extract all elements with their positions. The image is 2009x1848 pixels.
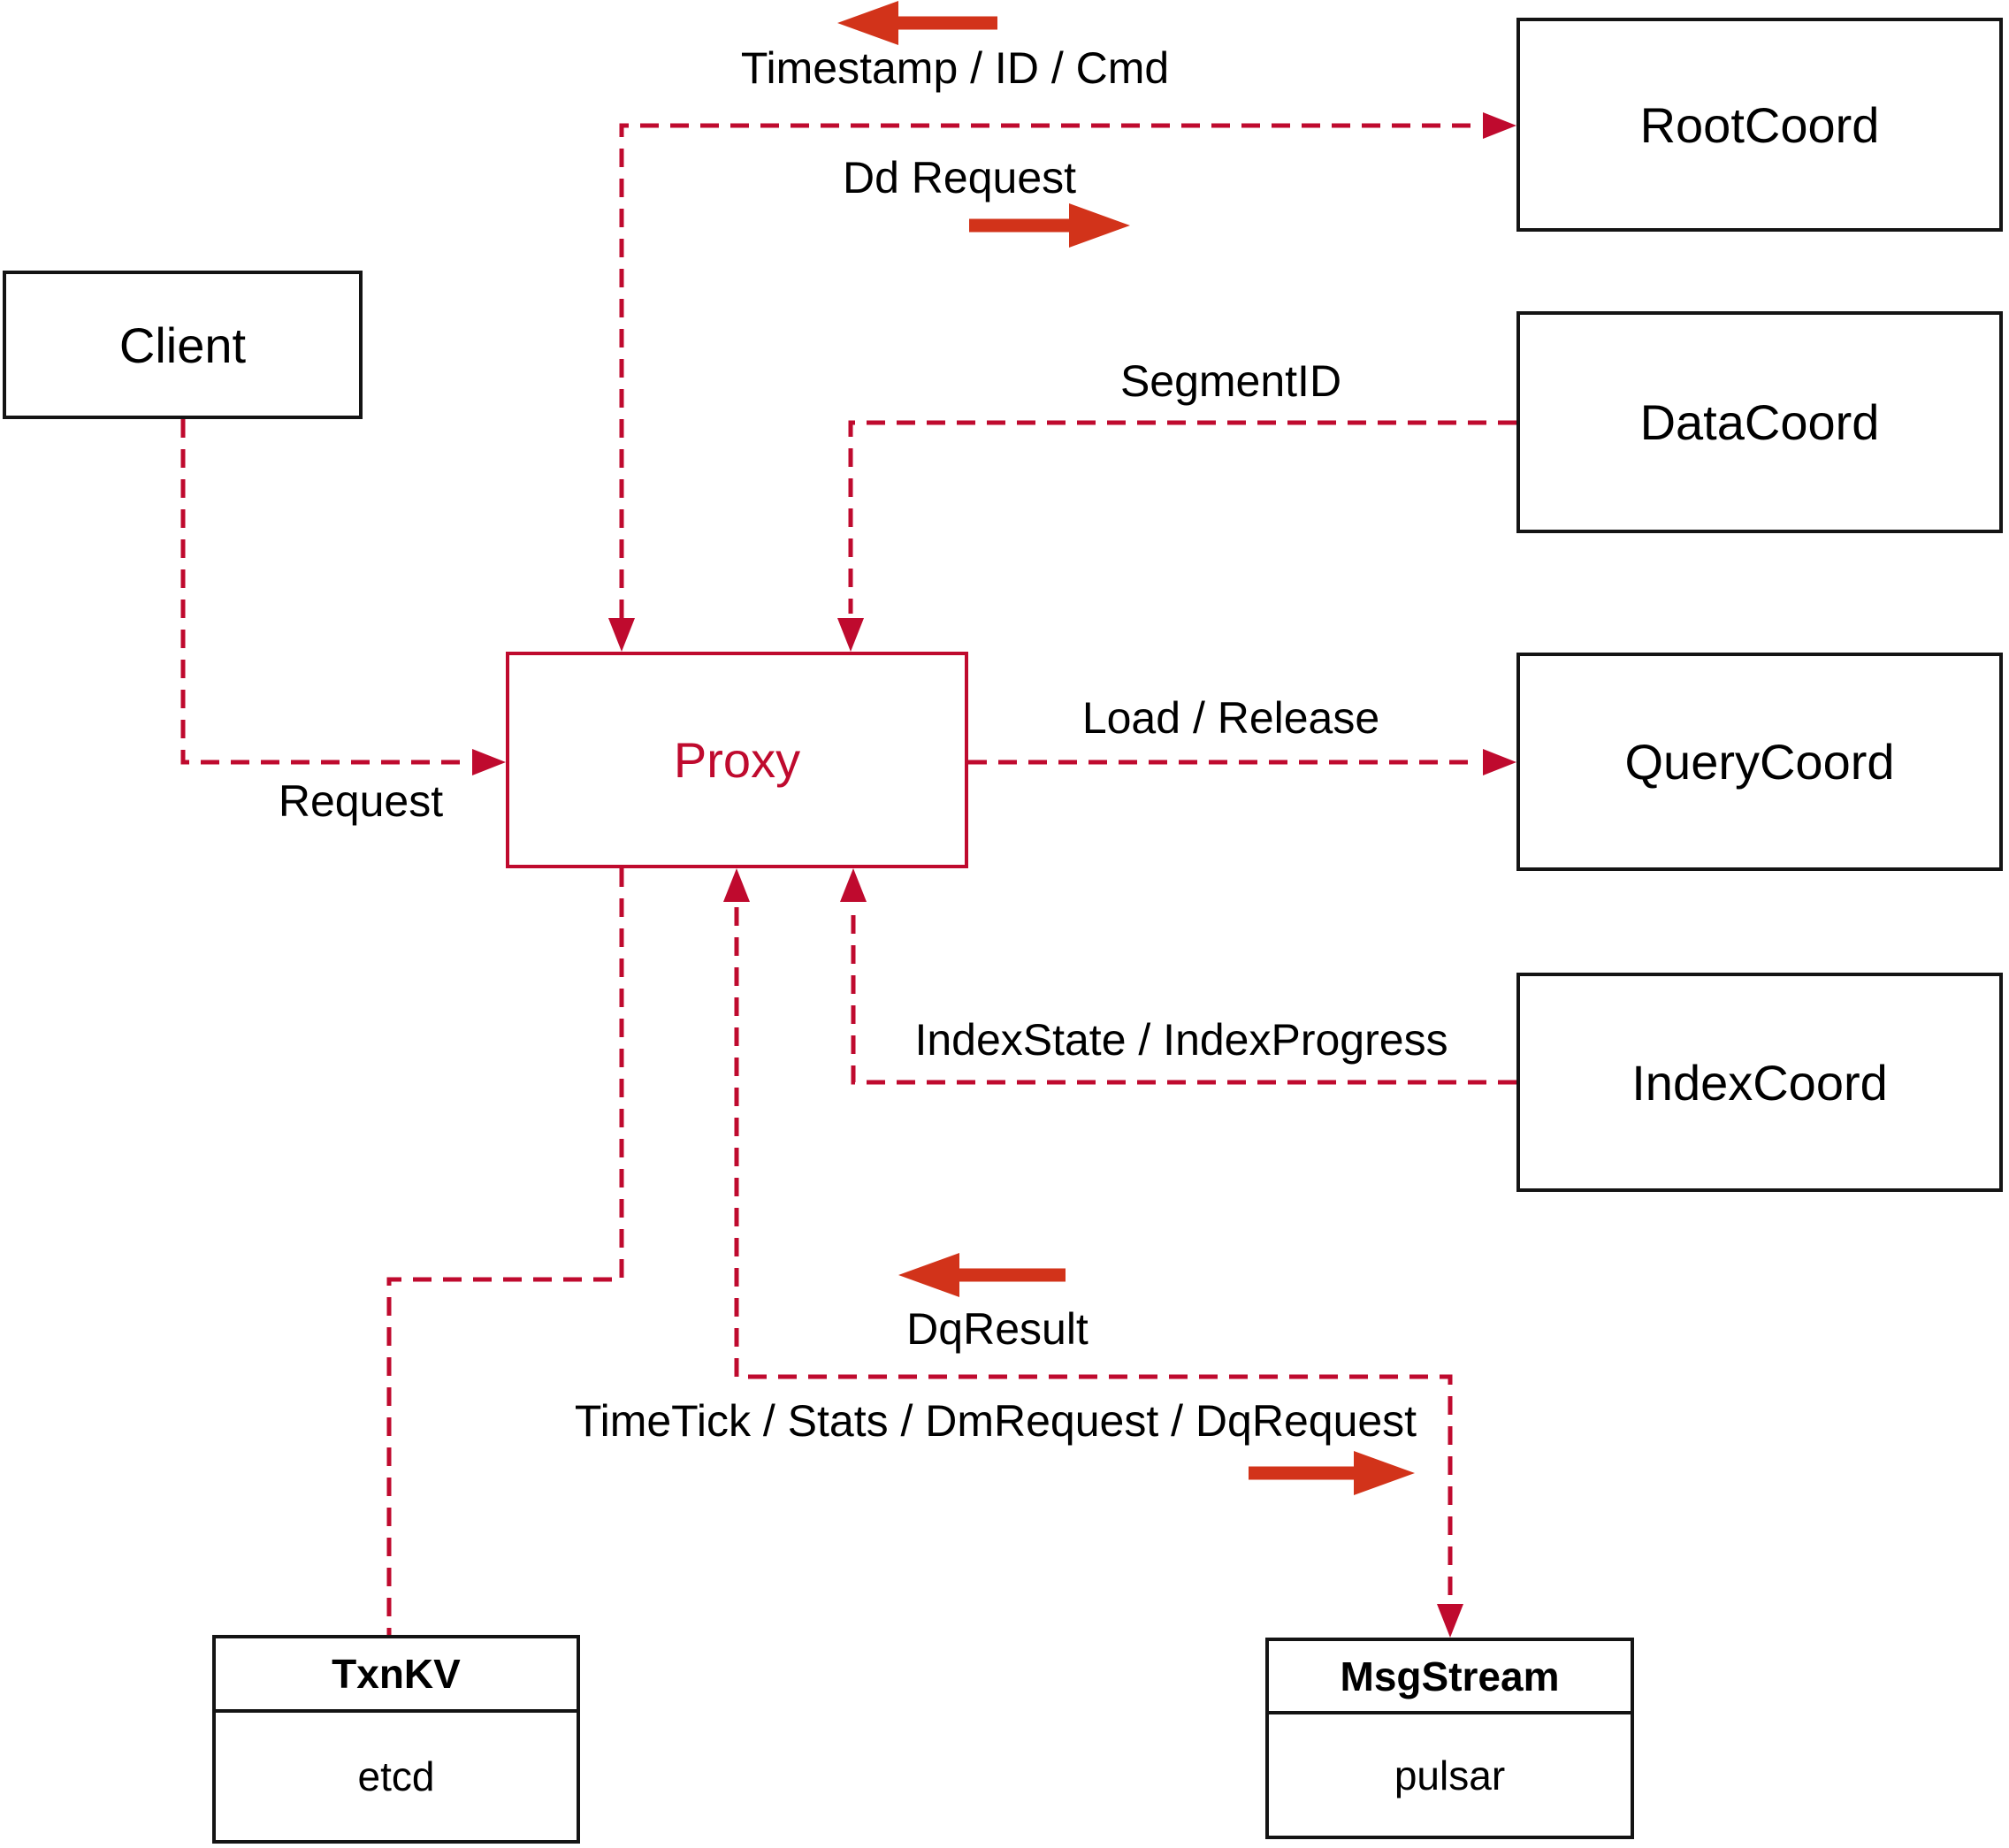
arrowhead-into-proxy-bottom-right (840, 868, 867, 902)
edge-label-timetick-stats-dmrequest-dqrequest: TimeTick / Stats / DmRequest / DqRequest (574, 1396, 1417, 1446)
edge-label-dd-request: Dd Request (842, 153, 1077, 202)
edge-indexcoord-proxy (840, 868, 1516, 1085)
edge-proxy-txnkv (386, 868, 624, 1635)
node-msgstream: MsgStream pulsar (1265, 1638, 1634, 1839)
edge-client-proxy (180, 419, 506, 775)
edge-proxy-rootcoord (608, 112, 1516, 652)
left-arrow-icon (898, 1253, 1066, 1297)
node-indexcoord: IndexCoord (1516, 973, 2003, 1192)
node-txnkv-subtitle: etcd (357, 1753, 435, 1799)
node-datacoord: DataCoord (1516, 311, 2003, 533)
arrowhead-into-msgstream (1437, 1604, 1463, 1638)
node-querycoord: QueryCoord (1516, 653, 2003, 871)
edge-label-dqresult: DqResult (906, 1304, 1089, 1354)
edge-label-indexstate-indexprogress: IndexState / IndexProgress (914, 1015, 1448, 1065)
node-proxy-label: Proxy (673, 732, 801, 788)
arrowhead-into-proxy-left (472, 749, 506, 775)
node-client: Client (3, 271, 363, 419)
node-msgstream-subtitle: pulsar (1394, 1752, 1506, 1798)
node-client-label: Client (118, 317, 247, 373)
left-arrow-icon (837, 1, 997, 45)
arrowhead-into-proxy-top-right (837, 618, 864, 652)
arrowhead-into-rootcoord (1483, 112, 1516, 139)
arrowhead-into-proxy-top-left (608, 618, 635, 652)
arrowhead-into-proxy-bottom-left (723, 868, 750, 902)
edge-proxy-msgstream (723, 868, 1463, 1638)
node-rootcoord: RootCoord (1516, 18, 2003, 232)
arrowhead-into-querycoord (1483, 749, 1516, 775)
right-arrow-icon (969, 203, 1130, 248)
edge-label-load-release: Load / Release (1081, 693, 1380, 743)
node-msgstream-title: MsgStream (1269, 1641, 1631, 1714)
node-proxy: Proxy (506, 652, 968, 868)
edge-label-timestamp-id-cmd: Timestamp / ID / Cmd (740, 43, 1170, 93)
node-txnkv-title: TxnKV (216, 1638, 577, 1713)
node-rootcoord-label: RootCoord (1639, 96, 1880, 153)
node-txnkv: TxnKV etcd (212, 1635, 580, 1844)
node-indexcoord-label: IndexCoord (1631, 1054, 1888, 1111)
edge-label-segmentid: SegmentID (1119, 356, 1342, 406)
right-arrow-icon (1249, 1451, 1415, 1495)
node-querycoord-label: QueryCoord (1624, 734, 1895, 790)
edge-proxy-querycoord (968, 749, 1516, 775)
edge-datacoord-proxy (837, 420, 1516, 652)
edge-label-request: Request (278, 776, 444, 826)
node-datacoord-label: DataCoord (1639, 394, 1880, 450)
